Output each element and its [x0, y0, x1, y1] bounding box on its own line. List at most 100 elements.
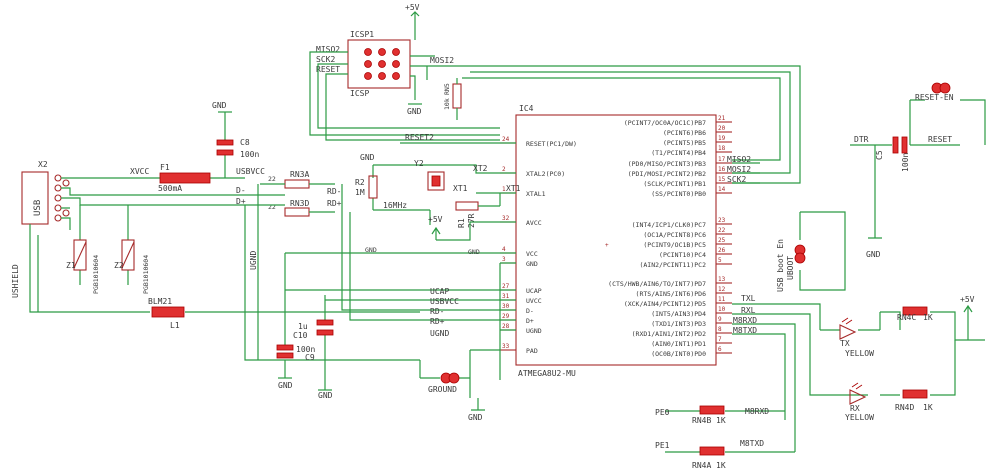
net-xt1: XT1	[453, 184, 468, 193]
rn3a-ref: RN3A	[290, 170, 309, 179]
fuse-f1[interactable]: F1 500mA	[158, 163, 211, 193]
ic4-left-pin-label: D+	[526, 317, 534, 325]
resistor-rn5[interactable]: 10k RN5	[443, 83, 462, 110]
r2-value: 1M	[355, 188, 365, 197]
usb-boot-label: USB boot En	[776, 239, 785, 292]
net-usbvcc: USBVCC	[236, 167, 265, 176]
net-ugnd2: UGND	[430, 329, 449, 338]
net-rd-plus2: RD+	[430, 317, 445, 326]
ic4-right-pin-num: 22	[718, 227, 726, 234]
ic4-left-pin-num: 28	[502, 323, 510, 330]
rn4b-value: 1K	[716, 416, 726, 425]
capacitor-c8[interactable]: C8 100n	[216, 138, 259, 159]
resistor-rn3d[interactable]: 22 RN3D	[268, 199, 310, 217]
gnd-label-2: GND	[278, 381, 293, 390]
net-rd-minus: RD-	[327, 187, 341, 196]
ic4-right-pin-label: (AIN0/INT1)PD1	[651, 340, 706, 348]
net-usbvcc2: USBVCC	[430, 297, 459, 306]
net-rd-minus2: RD-	[430, 307, 444, 316]
ic4-right-pin-num: 26	[718, 247, 726, 254]
ic4-left-pin-label: UVCC	[526, 297, 542, 305]
net-rxl: RXL	[741, 306, 756, 315]
rn5-ref: RN5	[443, 83, 451, 95]
ic4-right-pin-num: 17	[718, 156, 726, 163]
net-pe1: PE1	[655, 441, 670, 450]
ic4-right-pin-num: 11	[718, 296, 726, 303]
ic4-atmega8u2[interactable]: IC4 ATMEGA8U2-MU	[515, 104, 717, 378]
ic4-right-pin-label: (SS/PCINT0)PB0	[651, 190, 706, 198]
ic4-right-pin-num: 16	[718, 166, 726, 173]
led-tx-ref: TX	[840, 339, 850, 348]
ic4-right-pin-label: (PDI/MOSI/PCINT2)PB2	[628, 170, 706, 178]
ic4-value: ATMEGA8U2-MU	[518, 369, 576, 378]
ic4-left-pin-label: GND	[526, 260, 538, 268]
capacitor-c9[interactable]: 100n C9	[296, 319, 334, 362]
c8-value: 100n	[240, 150, 259, 159]
resistor-rn4b[interactable]: RN4B 1K	[692, 405, 726, 425]
resistor-rn4a[interactable]: RN4A 1K	[692, 446, 726, 470]
ic4-left-pin-num: 3	[502, 256, 506, 263]
led-tx[interactable]: TX YELLOW	[839, 317, 874, 358]
ic4-right-pin-num: 9	[718, 316, 722, 323]
usb-connector-x2[interactable]: USB X2	[21, 160, 70, 225]
rn4d-ref: RN4D	[895, 403, 914, 412]
net-m8txd2: M8TXD	[740, 439, 764, 448]
resistor-rn3a[interactable]: 22 RN3A	[268, 170, 310, 189]
x2-ref: X2	[38, 160, 48, 169]
varistor-z1[interactable]: Z1 PGB1010604	[66, 239, 100, 294]
capacitor-c10[interactable]: C10 1u	[276, 322, 308, 359]
capacitor-c5[interactable]: C5 100n	[875, 136, 910, 172]
net-xvcc: XVCC	[130, 167, 149, 176]
net-ugnd: UGND	[249, 251, 258, 270]
ic4-right-pin-label: (INT4/ICP1/CLK0)PC7	[632, 221, 706, 229]
ic4-right-pin-num: 15	[718, 176, 726, 183]
ic4-right-pin-label: (RTS/AIN5/INT6)PD6	[636, 290, 707, 298]
resistor-r1[interactable]: R1 27R	[455, 201, 479, 228]
ic4-right-pin-label: (TXD1/INT3)PD3	[651, 320, 706, 328]
icsp-miso: MISO2	[316, 45, 340, 54]
resistor-rn4d[interactable]: RN4D 1K	[895, 389, 933, 412]
ic4-right-pin-label: (RXD1/AIN1/INT2)PD2	[632, 330, 706, 338]
power-5v-mid: +5V	[428, 215, 443, 224]
ic4-right-pin-label: (AIN2/PCINT11)PC2	[639, 261, 706, 269]
ic4-left-pin-label: AVCC	[526, 219, 542, 227]
ic4-right-pin-label: (OC1A/PCINT8)PC6	[643, 231, 706, 239]
net-m8rxd2: M8RXD	[745, 407, 769, 416]
resistor-r2[interactable]: R2 1M	[355, 175, 378, 199]
gnd-label-extra: GND	[468, 248, 480, 256]
c10-ref: C10	[293, 331, 308, 340]
rn4a-ref: RN4A	[692, 461, 711, 470]
net-ucap: UCAP	[430, 287, 449, 296]
usb-boot-jumper[interactable]: USB boot En UBOOT	[776, 239, 806, 292]
reset-en-jumper[interactable]: RESET-EN	[915, 82, 954, 102]
led-rx[interactable]: RX YELLOW	[845, 382, 874, 422]
ground-jumper[interactable]: GROUND	[428, 372, 460, 394]
resistor-rn4c[interactable]: RN4C 1K	[897, 306, 933, 322]
varistor-z2[interactable]: Z2 PGB1010604	[114, 239, 150, 294]
gnd-label-3: GND	[318, 391, 333, 400]
rn5-value: 10k	[443, 98, 451, 110]
icsp-reset: RESET	[316, 65, 340, 74]
net-xt2: XT2	[473, 164, 488, 173]
ic4-left-pin-label: UGND	[526, 327, 542, 335]
rn3a-value: 22	[268, 175, 276, 183]
ic4-right-pin-label: (OC0B/INT0)PD0	[651, 350, 706, 358]
net-reset: RESET	[928, 135, 952, 144]
crystal-y2[interactable]: Y2 16MHz	[383, 159, 445, 210]
net-miso2: MISO2	[727, 155, 751, 164]
ic4-right-pin-label: (PCINT6)PB6	[663, 129, 706, 137]
rn4d-value: 1K	[923, 403, 933, 412]
ic4-right-pin-num: 14	[718, 186, 726, 193]
ground-label: GROUND	[428, 385, 457, 394]
ic4-left-pin-num: 4	[502, 246, 506, 253]
net-sck2: SCK2	[727, 175, 746, 184]
inductor-l1[interactable]: BLM21 L1	[148, 297, 185, 330]
l1-value: BLM21	[148, 297, 172, 306]
ic4-right-pin-label: (PCINT7/OC0A/OC1C)PB7	[624, 119, 706, 127]
ic4-right-pin-num: 21	[718, 115, 726, 122]
gnd-label-extra: GND	[365, 246, 377, 254]
net-d-plus: D+	[236, 197, 246, 206]
y2-ref: Y2	[414, 159, 424, 168]
net-txl: TXL	[741, 294, 756, 303]
